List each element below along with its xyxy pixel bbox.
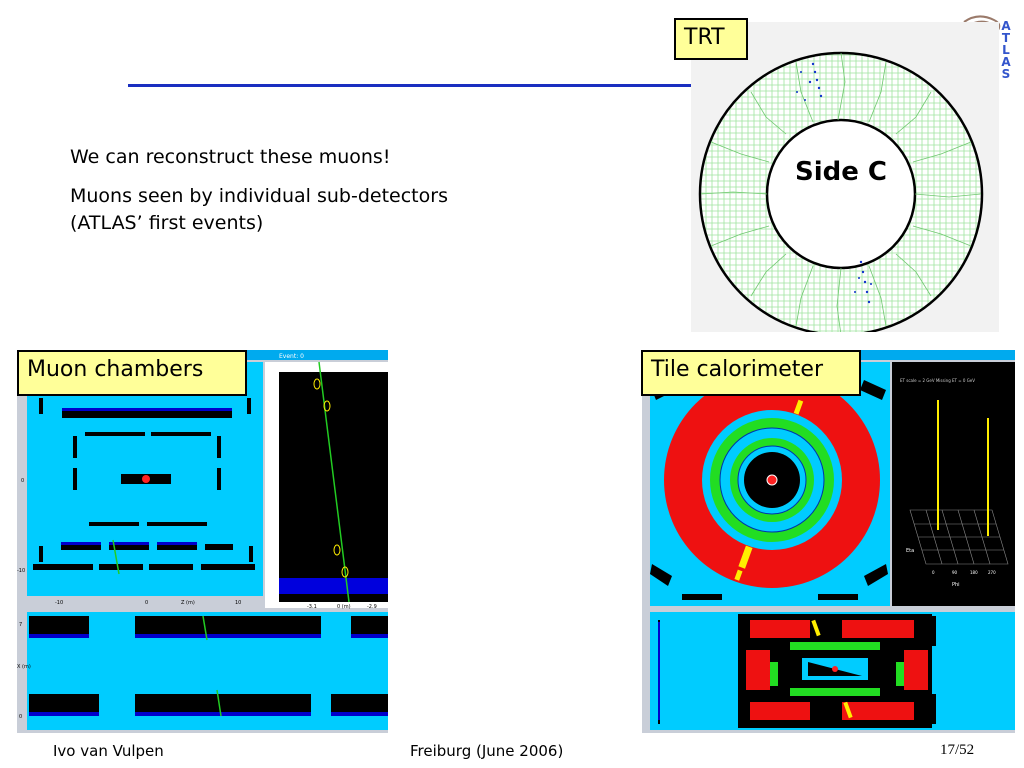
- logo-letter: T: [1001, 31, 1011, 45]
- tile-lego-eta: Eta: [906, 548, 914, 554]
- muon-chambers-label: Muon chambers: [17, 350, 247, 396]
- tile-calorimeter-label-text: Tile calorimeter: [651, 357, 823, 382]
- muon-chambers-display: Event: 0 -10 0 10 Z (: [17, 350, 388, 733]
- muon-rz-tick: 0: [19, 714, 22, 720]
- page-number: 17/52: [940, 742, 975, 758]
- footer-author: Ivo van Vulpen: [53, 742, 164, 760]
- bullet-text: We can reconstruct these muons!: [70, 146, 391, 168]
- muon-zoom-tick: -2.9: [367, 604, 377, 610]
- muon-xy-tick: 10: [235, 600, 241, 606]
- tile-lego-tick: 90: [952, 570, 958, 575]
- tile-lego-tick: 0: [932, 570, 935, 575]
- tile-lego-caption: ET scale = 2 GeV Missing ET = 0 GeV: [900, 378, 975, 383]
- trt-side-label: Side C: [795, 157, 887, 187]
- title-rule: [128, 84, 694, 87]
- bullet-text: Muons seen by individual sub-detectors: [70, 185, 448, 207]
- muon-xy-tick: -10: [17, 568, 25, 574]
- tile-lego-tick: 270: [988, 570, 996, 575]
- muon-xy-axis: Z (m): [181, 600, 195, 606]
- logo-letter: S: [1001, 67, 1011, 81]
- tile-calorimeter-label: Tile calorimeter: [641, 350, 861, 396]
- tile-lego-phi: Phi: [952, 582, 960, 588]
- muon-zoom-tick: -3.1: [307, 604, 317, 610]
- tile-calorimeter-display: ET scale = 2 GeV Missing ET = 0 GeV Eta …: [642, 350, 1015, 733]
- muon-xy-tick: 0: [145, 600, 148, 606]
- logo-letter: A: [1001, 55, 1011, 69]
- muon-rz-tick: X (m): [17, 664, 31, 670]
- muon-zoom-tick: 0 (m): [337, 604, 351, 610]
- muon-xy-tick: 0: [21, 478, 24, 484]
- footer-event: Freiburg (June 2006): [410, 742, 564, 760]
- logo-letter: A: [1001, 19, 1011, 33]
- trt-label-text: TRT: [684, 25, 725, 50]
- logo-letter: L: [1002, 43, 1010, 57]
- bullet-text: (ATLAS’ first events): [70, 212, 264, 234]
- muon-chambers-label-text: Muon chambers: [27, 357, 204, 382]
- muon-rz-tick: 7: [19, 622, 22, 628]
- muon-panel-header: Event: 0: [279, 353, 304, 360]
- trt-label: TRT: [674, 18, 748, 60]
- tile-lego-tick: 180: [970, 570, 978, 575]
- trt-event-display: Side C: [691, 22, 999, 337]
- muon-xy-tick: -10: [55, 600, 63, 606]
